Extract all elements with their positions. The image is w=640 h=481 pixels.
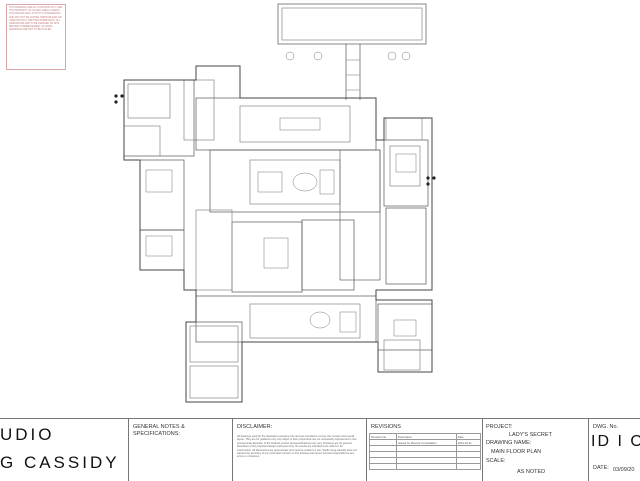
revision-no xyxy=(369,463,397,470)
studio-brand-line2: G CASSIDY xyxy=(0,453,120,472)
revisions-cell: REVISIONS Revision No. Description Date … xyxy=(366,419,483,481)
drawing-number-cell: DWG. No. ID I O DATE: 03/09/20 xyxy=(588,419,640,481)
general-notes-label: GENERAL NOTES & xyxy=(133,424,185,430)
disclaimer-cell: DISCLAIMER: All drawings used for the il… xyxy=(232,419,363,481)
disclaimer-text: All drawings used for the illustrative p… xyxy=(237,435,357,459)
revisions-label: REVISIONS xyxy=(371,424,401,430)
scale-label: SCALE: xyxy=(486,458,506,464)
specifications-label: SPECIFICATIONS: xyxy=(133,431,180,437)
dwg-no-label: DWG. No. xyxy=(593,424,619,430)
scale-value: AS NOTED xyxy=(517,469,546,475)
revision-description xyxy=(395,463,457,470)
project-cell: PROJECT: LADY'S SECRET DRAWING NAME: MAI… xyxy=(482,419,587,481)
disclaimer-label: DISCLAIMER: xyxy=(237,424,273,430)
drawing-notes-stamp: THIS DRAWING AND ALL PORTIONS OF IT ARE … xyxy=(6,4,66,70)
dwg-no-value: ID I O xyxy=(591,433,640,450)
general-notes-cell: GENERAL NOTES & SPECIFICATIONS: xyxy=(128,419,229,481)
notes-stamp-text: THIS DRAWING AND ALL PORTIONS OF IT ARE … xyxy=(9,6,63,32)
drawing-name-value: MAIN FLOOR PLAN xyxy=(491,449,542,455)
table-row: Issued for Rework Consultation 2021.10.2… xyxy=(369,439,482,446)
table-row xyxy=(369,463,482,470)
title-block: UDIO G CASSIDY GENERAL NOTES & SPECIFICA… xyxy=(0,418,640,481)
drawing-name-label: DRAWING NAME: xyxy=(486,440,532,446)
revisions-table: Revision No. Description Date Issued for… xyxy=(369,433,482,470)
date-value: 03/09/20 xyxy=(613,467,635,473)
floor-plan-drawing xyxy=(114,3,436,403)
date-label: DATE: xyxy=(593,465,609,471)
studio-brand-line1: UDIO xyxy=(0,425,55,444)
project-value: LADY'S SECRET xyxy=(509,432,552,438)
revision-date xyxy=(455,463,482,470)
project-label: PROJECT: xyxy=(486,424,513,430)
